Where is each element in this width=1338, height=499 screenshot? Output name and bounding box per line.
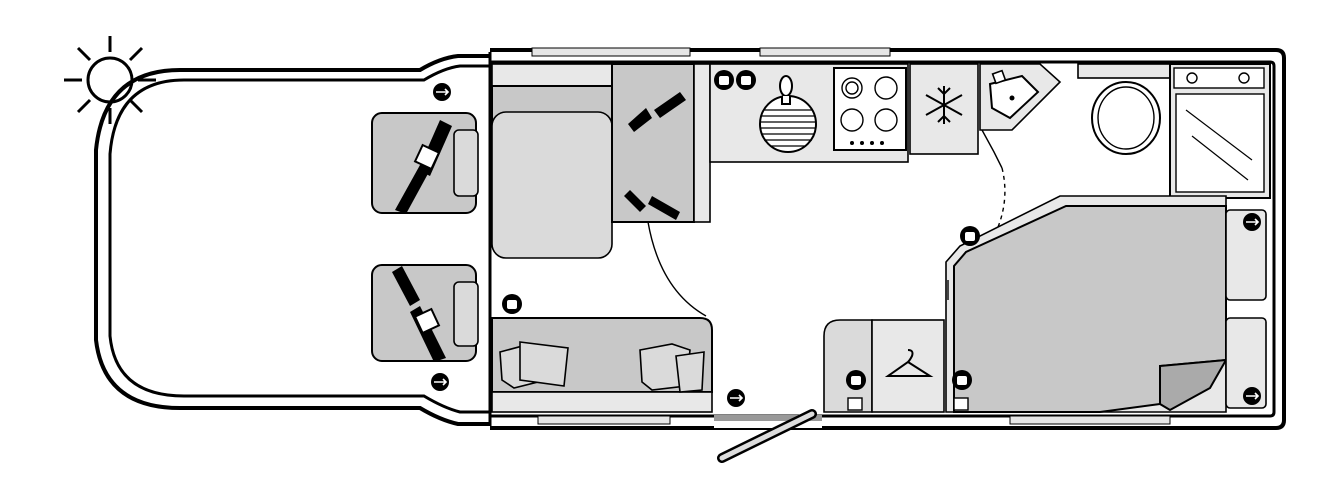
outlet-box: [953, 397, 969, 411]
bed: [945, 195, 1267, 413]
fridge-icon: [909, 63, 979, 155]
usb-socket-icon: [1243, 387, 1261, 405]
washroom: [979, 63, 1271, 233]
cab-shell: [94, 54, 490, 426]
mains-socket-icon: [502, 294, 522, 314]
usb-socket-icon: [1243, 213, 1261, 231]
sink-icon: [988, 69, 1040, 120]
mains-socket-icon: [736, 70, 756, 90]
habitation-walls: [488, 47, 1286, 430]
side-sofa: [491, 317, 713, 413]
usb-socket-icon: [727, 389, 745, 407]
cab-seat-driver: [371, 112, 479, 214]
usb-socket-icon: [431, 373, 449, 391]
mains-socket-icon: [952, 370, 972, 390]
mains-socket-icon: [960, 226, 980, 246]
dinette: [491, 63, 711, 317]
toilet-icon: [1091, 81, 1161, 155]
cab-seat-passenger: [371, 264, 479, 362]
outlet-box: [847, 397, 863, 411]
usb-socket-icon: [433, 83, 451, 101]
hob-icon: [833, 67, 907, 151]
tap-icon: [779, 75, 793, 105]
wardrobe-hanger-icon: [884, 349, 934, 377]
wardrobe: [823, 319, 945, 413]
mains-socket-icon: [714, 70, 734, 90]
entrance-door: [717, 409, 817, 463]
mains-socket-icon: [846, 370, 866, 390]
shower-icon: [1169, 63, 1271, 199]
